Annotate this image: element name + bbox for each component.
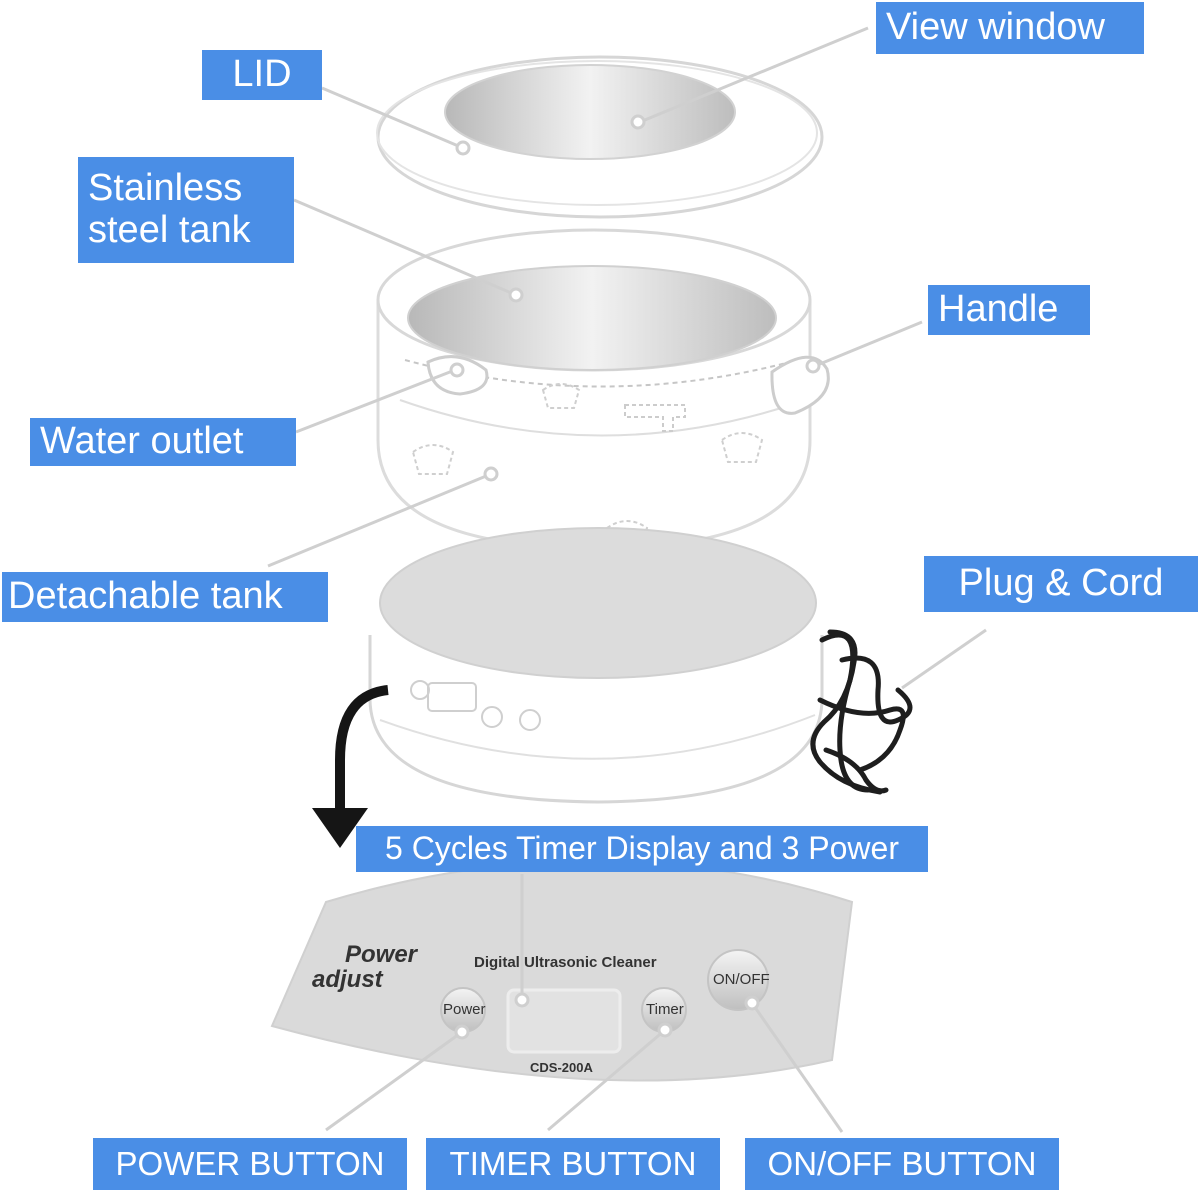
label-timer-button: TIMER BUTTON	[426, 1138, 720, 1190]
label-handle: Handle	[928, 285, 1090, 335]
upper-body	[376, 228, 830, 551]
label-power-button: POWER BUTTON	[93, 1138, 407, 1190]
onoff-button-icon	[707, 949, 769, 1011]
panel-title: Digital Ultrasonic Cleaner	[474, 954, 657, 971]
onoff-button-text: ON/OFF	[713, 971, 770, 988]
label-stainless-steel-tank: Stainless steel tank	[78, 157, 294, 263]
label-plug-and-cord: Plug & Cord	[924, 556, 1198, 612]
label-detachable-tank: Detachable tank	[2, 572, 328, 622]
power-button-text: Power	[443, 1001, 486, 1018]
lid	[376, 55, 824, 219]
plug-and-cord	[810, 629, 913, 795]
control-panel-detail	[270, 860, 854, 1082]
label-lid: LID	[202, 50, 322, 100]
label-onoff-button: ON/OFF BUTTON	[745, 1138, 1059, 1190]
detachable-tank-base-plate	[379, 527, 817, 679]
label-view-window: View window	[876, 2, 1144, 54]
label-timer-display: 5 Cycles Timer Display and 3 Power	[356, 826, 928, 872]
leader-lines	[267, 26, 987, 1133]
arrow-down-icon	[312, 685, 389, 848]
label-water-outlet: Water outlet	[30, 418, 296, 466]
base-unit	[368, 527, 824, 804]
timer-display-window	[506, 988, 622, 1054]
power-adjust-line2: adjust	[312, 966, 383, 993]
timer-button-text: Timer	[646, 1001, 684, 1018]
view-window	[444, 64, 736, 160]
leader-dots	[449, 114, 821, 1040]
power-adjust-line1: Power	[345, 941, 418, 968]
model-number: CDS-200A	[530, 1060, 593, 1075]
